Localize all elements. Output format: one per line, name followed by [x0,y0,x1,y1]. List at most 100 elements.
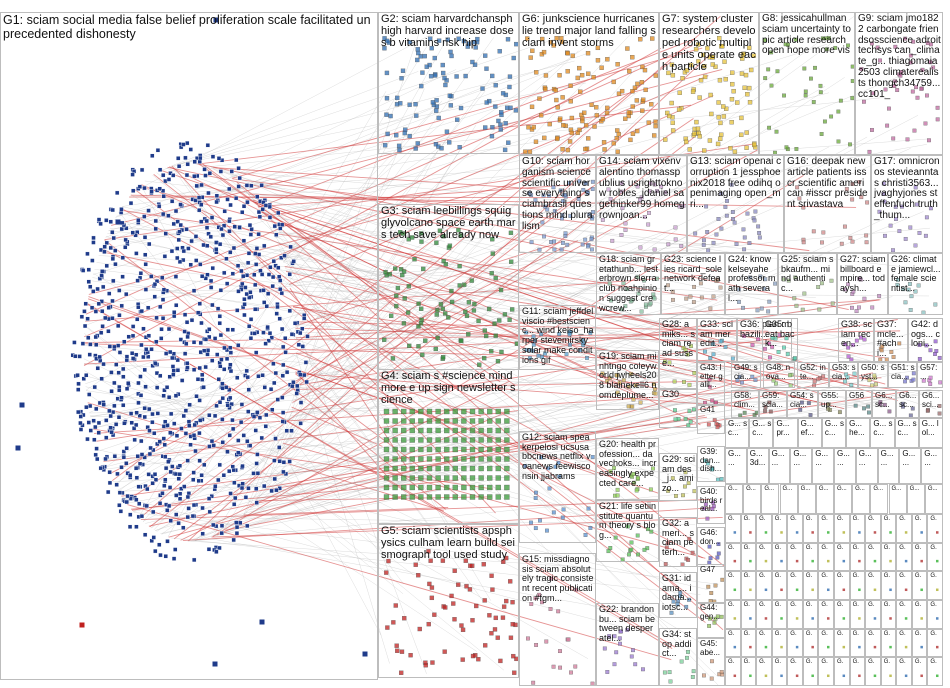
group-cell-g30[interactable]: G30 [659,388,697,428]
group-cell-g41[interactable]: G41 [697,404,725,434]
micro-group-cell[interactable]: G. [880,600,897,629]
small-group-cell[interactable]: G... ... [834,448,856,484]
micro-group-cell[interactable]: G. [865,542,881,572]
group-cell-g24[interactable]: G24: know kelseyahe professor math sever… [725,253,778,315]
micro-group-cell[interactable]: G. [725,514,741,543]
micro-group-cell[interactable]: G. [865,600,881,629]
micro-group-cell[interactable]: G. [849,657,866,686]
micro-group-cell[interactable]: G. [880,657,897,686]
micro-group-cell[interactable]: G. [725,600,741,629]
group-cell-g29[interactable]: G29: sciam des_j... amizo... [659,453,697,501]
group-cell-g55[interactable]: G55: up... [818,390,846,418]
micro-group-cell[interactable]: G. [787,514,803,543]
group-cell-g35[interactable]: G35: beat back... [762,318,798,362]
group-cell-g57[interactable]: G57: ... [917,362,943,388]
micro-group-cell[interactable]: G. [927,542,943,572]
small-group-cell[interactable]: G... [924,484,943,514]
group-cell-g28[interactable]: G28: amiks... sciam read susse... [659,318,697,390]
micro-group-cell[interactable]: G. [740,514,757,543]
small-group-cell[interactable]: G... pr... [773,418,798,448]
group-cell-g26[interactable]: G26: climate jamiewcl... female scientis… [888,253,943,315]
micro-group-cell[interactable]: G. [756,628,772,658]
small-group-cell[interactable]: G... [797,484,816,514]
group-cell-g20[interactable]: G20: health profession... davechoks... i… [596,438,659,500]
group-cell-g50[interactable]: G50: syst... [858,362,888,388]
micro-group-cell[interactable]: G. [756,571,772,600]
micro-group-cell[interactable]: G. [771,628,788,658]
micro-group-cell[interactable]: G. [880,628,897,658]
group-cell-g18[interactable]: G18: sciam gretathunb... lesterbrown sie… [596,253,661,315]
micro-group-cell[interactable]: G. [802,542,819,572]
group-cell-g17[interactable]: G17: omnicronos stevieanntas christi3563… [871,155,943,253]
group-cell-g51[interactable]: G51: scia... [888,362,917,388]
group-cell-g49[interactable]: G49: scia... [731,362,761,388]
micro-group-cell[interactable]: G. [896,571,912,600]
micro-group-cell[interactable]: G. [865,628,881,658]
micro-group-cell[interactable]: G. [834,514,850,543]
group-cell-g13[interactable]: G13: sciam openai corruption 1 jessphoen… [687,155,784,253]
small-group-cell[interactable]: G... ... [725,448,747,484]
group-cell-g15[interactable]: G15: missdiagnosis sciam absolutely trag… [519,553,596,686]
micro-group-cell[interactable]: G. [911,657,928,686]
micro-group-cell[interactable]: G. [802,628,819,658]
micro-group-cell[interactable]: G. [818,514,834,543]
group-cell-g42[interactable]: G42: dogs... cloni... [908,318,943,362]
micro-group-cell[interactable]: G. [927,600,943,629]
group-cell-g16[interactable]: G16: deepak new article patients isscr s… [784,155,871,253]
group-cell-g3[interactable]: G3: sciam leebillings squigglyvolcano sp… [378,204,519,370]
micro-group-cell[interactable]: G. [927,628,943,658]
micro-group-cell[interactable]: G. [725,571,741,600]
group-cell-g6[interactable]: G6: junkscience hurricanes lie trend maj… [519,12,659,155]
micro-group-cell[interactable]: G. [725,657,741,686]
group-cell-g12[interactable]: G12: sciam speakerpelosi ucsusa bbcnews … [519,431,596,543]
micro-group-cell[interactable]: G. [911,542,928,572]
micro-group-cell[interactable]: G. [725,542,741,572]
small-group-cell[interactable]: G... [815,484,834,514]
small-group-cell[interactable]: G... [870,484,889,514]
micro-group-cell[interactable]: G. [787,542,803,572]
group-cell-g54[interactable]: G54: scia... [787,390,818,418]
micro-group-cell[interactable]: G. [834,571,850,600]
small-group-cell[interactable]: G... [743,484,762,514]
group-cell-g58[interactable]: G58: clim... [731,390,759,418]
micro-group-cell[interactable]: G. [771,571,788,600]
micro-group-cell[interactable]: G. [802,514,819,543]
small-group-cell[interactable]: G... sc... [894,418,919,448]
micro-group-cell[interactable]: G. [787,657,803,686]
group-cell-g60[interactable]: G6... sc... [872,390,896,418]
group-cell-g1[interactable]: G1: sciam social media false belief prol… [0,12,378,680]
group-cell-g7[interactable]: G7: system cluster researchers developed… [659,12,759,155]
micro-group-cell[interactable]: G. [740,600,757,629]
small-group-cell[interactable]: G... sc... [821,418,847,448]
micro-group-cell[interactable]: G. [911,600,928,629]
micro-group-cell[interactable]: G. [740,657,757,686]
group-cell-g43[interactable]: G43: letter galil... [697,362,725,406]
group-cell-g62[interactable]: G6... sci... [919,390,943,418]
micro-group-cell[interactable]: G. [802,571,819,600]
small-group-cell[interactable]: G... ... [921,448,943,484]
small-group-cell[interactable]: G... ... [899,448,922,484]
micro-group-cell[interactable]: G. [896,600,912,629]
small-group-cell[interactable]: G... ... [768,448,791,484]
group-cell-g31[interactable]: G31: idama... idama... iotsc... [659,572,697,618]
group-cell-g4[interactable]: G4: sciam s #science mind more e up sign… [378,369,519,524]
group-cell-g56[interactable]: G56 [846,390,872,418]
small-group-cell[interactable]: G... ... [790,448,813,484]
micro-group-cell[interactable]: G. [740,571,757,600]
micro-group-cell[interactable]: G. [880,571,897,600]
micro-group-cell[interactable]: G. [787,628,803,658]
micro-group-cell[interactable]: G. [802,600,819,629]
micro-group-cell[interactable]: G. [896,657,912,686]
group-cell-g46[interactable]: G46: don... [697,527,725,567]
micro-group-cell[interactable]: G. [818,542,834,572]
micro-group-cell[interactable]: G. [911,571,928,600]
micro-group-cell[interactable]: G. [771,657,788,686]
group-cell-g21[interactable]: G21: life setiinstitute quantum theory s… [596,500,659,562]
micro-group-cell[interactable]: G. [896,628,912,658]
group-cell-g34[interactable]: G34: stop addict... [659,628,697,686]
group-cell-g59[interactable]: G59: scia... [759,390,787,418]
micro-group-cell[interactable]: G. [771,600,788,629]
micro-group-cell[interactable]: G. [880,514,897,543]
group-cell-g32[interactable]: G32: ameri... sciam peterh... [659,517,697,567]
group-cell-g9[interactable]: G9: sciam jmo1822 carbongate friendsossc… [855,12,943,155]
